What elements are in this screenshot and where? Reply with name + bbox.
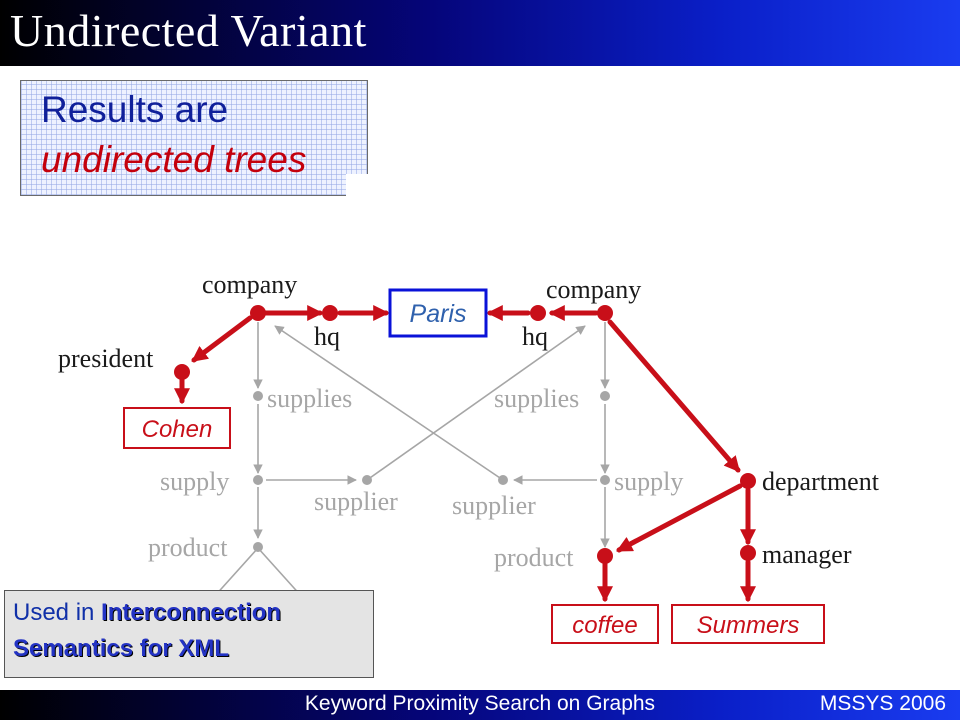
label-supplies-left: supplies [267,384,352,413]
node-supplier-right [498,475,508,485]
info-used-in: Used in [13,599,95,626]
node-product-right [597,548,613,564]
node-company-right [597,305,613,321]
result-tree-edges [173,304,757,603]
footer-bar [0,690,960,720]
info-line-2: Semantics for XML [13,635,229,663]
keyword-summers: Summers [697,612,800,639]
info-line-1: Used in Interconnection [13,599,281,627]
label-product-left: product [148,533,228,562]
info-box: Used in Interconnection Semantics for XM… [4,590,374,678]
note-line-1: Results are [41,89,229,130]
label-supplier-right: supplier [452,491,536,520]
keyword-coffee: coffee [572,612,637,639]
node-supplies-left [253,391,263,401]
info-bold-1: Interconnection [101,599,282,626]
node-supply-left [253,475,263,485]
keyword-cohen: Cohen [142,416,213,443]
edge-product-subtree-right [257,547,304,599]
node-company-left [250,305,266,321]
label-company-right: company [546,275,641,304]
keyword-box-coffee [551,604,659,644]
label-product-right: product [494,543,574,572]
info-bold-2: Semantics for XML [13,635,230,662]
slide-title: Undirected Variant [10,5,367,56]
edge-product-subtree-left [212,547,259,599]
label-hq-left: hq [314,322,340,351]
label-supplier-left: supplier [314,487,398,516]
note-line-2: undirected trees [41,139,307,180]
callout-note: Results are undirected trees [20,80,368,196]
edge-supplier-company-left [274,325,504,481]
footer-venue: MSSYS 2006 [819,692,946,715]
label-department: department [762,467,880,496]
node-supplier-left [362,475,372,485]
gray-edges [212,322,610,599]
keyword-box-cohen [123,407,231,449]
label-hq-right: hq [522,322,548,351]
node-department [740,473,756,489]
node-president [174,364,190,380]
gray-nodes [253,391,610,552]
keyword-box-paris [388,288,488,338]
label-supplies-right: supplies [494,384,579,413]
edge-company-department [607,319,741,473]
node-product-left [253,542,263,552]
node-supply-right [600,475,610,485]
label-supply-right: supply [614,467,683,496]
edge-supplier-company-right [366,325,586,481]
label-supply-left: supply [160,467,229,496]
label-manager: manager [762,540,852,569]
result-tree-nodes [174,305,756,564]
label-company-left: company [202,270,297,299]
node-manager [740,545,756,561]
node-supplies-right [600,391,610,401]
node-hq-left [322,305,338,321]
edge-company-president [191,315,253,363]
footer-title: Keyword Proximity Search on Graphs [304,692,656,715]
label-president: president [58,344,154,373]
title-bar [0,0,960,66]
note-folded-corner [346,174,368,196]
keyword-box-summers [671,604,825,644]
edge-department-product [616,483,743,553]
keyword-paris: Paris [410,300,467,328]
node-hq-right [530,305,546,321]
